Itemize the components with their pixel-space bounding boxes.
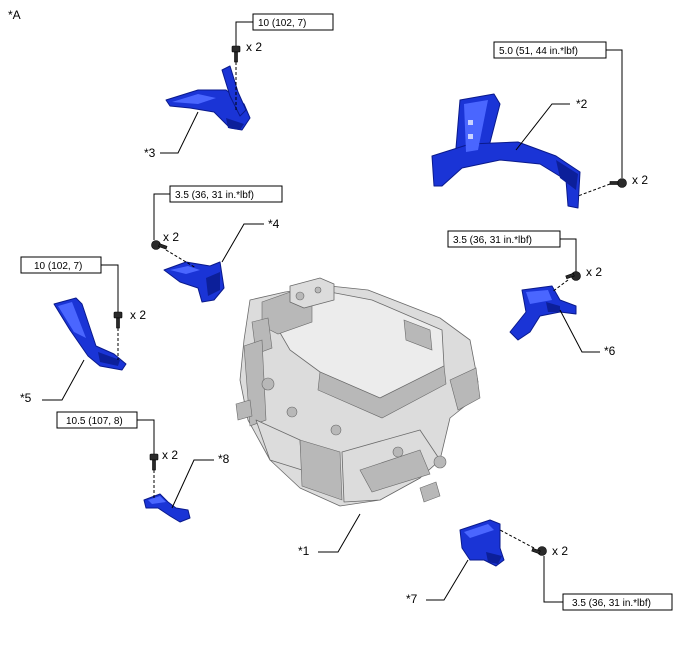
- callout-2: *2: [576, 97, 588, 111]
- bolt-6-icon: [565, 271, 581, 281]
- inverter-assembly: [235, 277, 481, 507]
- torque-label-4: 3.5 (36, 31 in.*lbf): [175, 190, 254, 201]
- quantity-label-7: x 2: [552, 544, 568, 558]
- quantity-label-4: x 2: [163, 230, 179, 244]
- torque-label-7: 3.5 (36, 31 in.*lbf): [572, 598, 651, 609]
- bolt-7-icon: [531, 546, 547, 556]
- torque-label-8: 10.5 (107, 8): [66, 416, 123, 427]
- bracket-2[interactable]: [431, 93, 581, 209]
- callout-5: *5: [20, 391, 32, 405]
- quantity-label-3: x 2: [246, 40, 262, 54]
- callout-8: *8: [218, 452, 230, 466]
- callout-1: *1: [298, 544, 310, 558]
- torque-label-5: 10 (102, 7): [34, 261, 82, 272]
- torque-label-2: 5.0 (51, 44 in.*lbf): [499, 46, 578, 57]
- callout-7: *7: [406, 592, 418, 606]
- quantity-label-6: x 2: [586, 265, 602, 279]
- callout-6: *6: [604, 344, 616, 358]
- bolt-4-icon: [151, 240, 168, 250]
- bolt-3-icon: [231, 45, 241, 63]
- bracket-4[interactable]: [163, 261, 225, 303]
- view-label: *A: [8, 8, 21, 22]
- bracket-8[interactable]: [143, 493, 191, 523]
- bracket-5[interactable]: [53, 297, 127, 371]
- torque-label-3: 10 (102, 7): [258, 18, 306, 29]
- callout-4: *4: [268, 217, 280, 231]
- quantity-label-8: x 2: [162, 448, 178, 462]
- bracket-3[interactable]: [165, 65, 251, 131]
- bracket-7[interactable]: [459, 519, 505, 567]
- callout-3: *3: [144, 146, 156, 160]
- quantity-label-5: x 2: [130, 308, 146, 322]
- bolt-5-icon: [113, 311, 123, 329]
- bolt-8-icon: [149, 453, 159, 471]
- bracket-6[interactable]: [509, 285, 577, 341]
- bolt-2-icon: [609, 178, 627, 188]
- quantity-label-2: x 2: [632, 173, 648, 187]
- torque-label-6: 3.5 (36, 31 in.*lbf): [453, 235, 532, 246]
